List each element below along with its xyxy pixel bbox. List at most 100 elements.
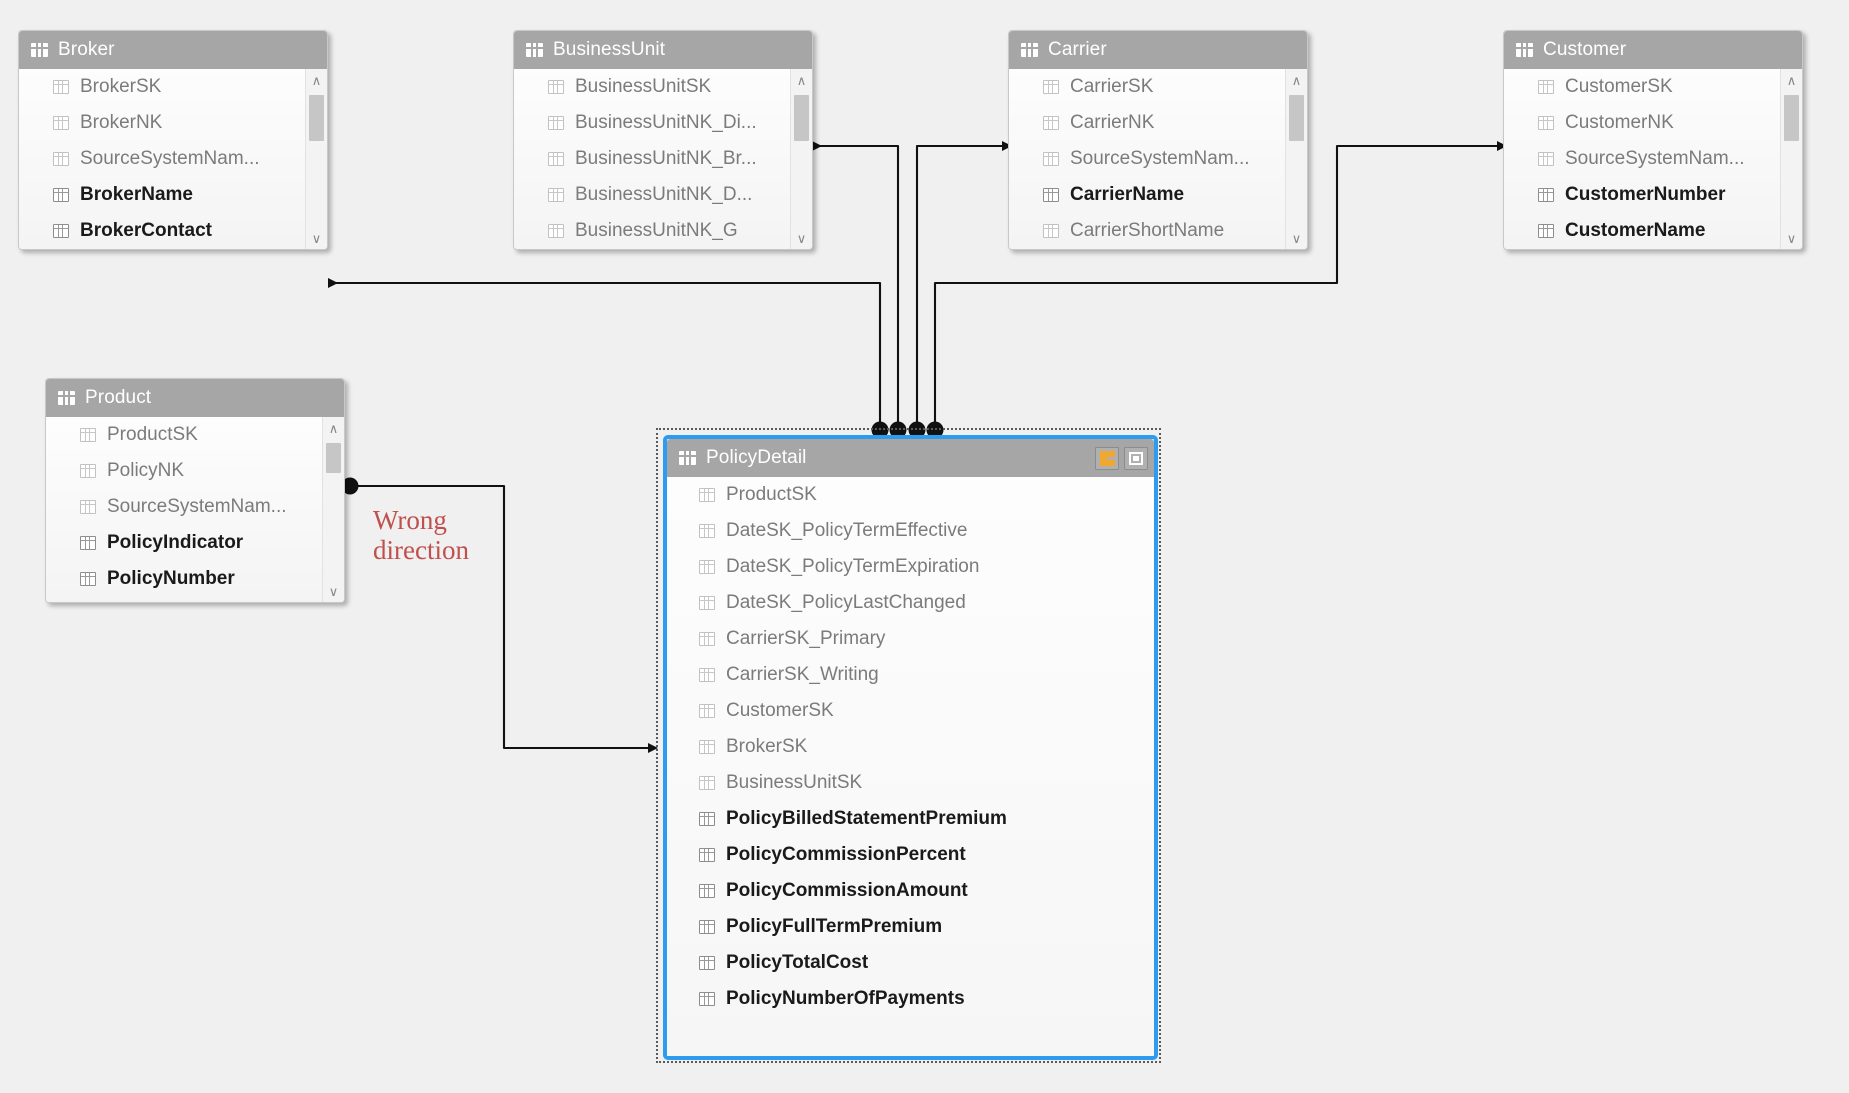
field-row[interactable]: SourceSystemNam... <box>1009 141 1307 177</box>
field-row[interactable]: CarrierSK <box>1009 69 1307 105</box>
field-row[interactable]: CarrierSK_Writing <box>667 657 1154 693</box>
field-row[interactable]: ProductSK <box>46 417 344 453</box>
scroll-up-icon[interactable]: ∧ <box>1291 72 1302 88</box>
table-broker-scrollbar[interactable]: ∧ ∨ <box>305 69 327 249</box>
table-product-title: Product <box>85 387 152 408</box>
field-row[interactable]: BusinessUnitSK <box>514 69 812 105</box>
table-policydetail-title: PolicyDetail <box>706 447 807 468</box>
scrollbar-thumb[interactable] <box>1289 95 1304 141</box>
field-row[interactable]: CustomerNK <box>1504 105 1802 141</box>
scroll-down-icon[interactable]: ∨ <box>311 230 322 246</box>
table-customer-header[interactable]: Customer <box>1504 31 1802 69</box>
field-label: PolicyFullTermPremium <box>726 916 943 937</box>
field-grid-icon <box>1538 152 1554 166</box>
table-carrier-scrollbar[interactable]: ∧ ∨ <box>1285 69 1307 249</box>
field-grid-icon <box>53 80 69 94</box>
field-grid-icon <box>1043 152 1059 166</box>
table-customer-scrollbar[interactable]: ∧ ∨ <box>1780 69 1802 249</box>
field-row[interactable]: DateSK_PolicyTermExpiration <box>667 549 1154 585</box>
table-policydetail-selection: PolicyDetail ProductSK DateSK_PolicyTerm… <box>656 428 1161 1063</box>
scrollbar-thumb[interactable] <box>1784 95 1799 141</box>
field-label: CustomerNumber <box>1565 184 1726 205</box>
scroll-down-icon[interactable]: ∨ <box>796 230 807 246</box>
table-businessunit-header[interactable]: BusinessUnit <box>514 31 812 69</box>
field-row[interactable]: CarrierName <box>1009 177 1307 213</box>
field-grid-icon <box>80 464 96 478</box>
maximize-icon[interactable] <box>1124 446 1148 470</box>
field-row[interactable]: SourceSystemNam... <box>19 141 327 177</box>
field-grid-icon <box>548 188 564 202</box>
scroll-down-icon[interactable]: ∨ <box>1291 230 1302 246</box>
scroll-up-icon[interactable]: ∧ <box>1786 72 1797 88</box>
field-grid-icon <box>699 632 715 646</box>
field-row[interactable]: CarrierSK_Primary <box>667 621 1154 657</box>
field-row[interactable]: BusinessUnitNK_D... <box>514 177 812 213</box>
scroll-up-icon[interactable]: ∧ <box>311 72 322 88</box>
field-grid-icon <box>699 740 715 754</box>
table-product[interactable]: Product ProductSK PolicyNK SourceSystemN… <box>45 378 345 603</box>
field-row[interactable]: BrokerSK <box>19 69 327 105</box>
field-row[interactable]: PolicyBilledStatementPremium <box>667 801 1154 837</box>
field-row[interactable]: ProductSK <box>667 477 1154 513</box>
field-row[interactable]: PolicyCommissionPercent <box>667 837 1154 873</box>
field-row[interactable]: BusinessUnitNK_G <box>514 213 812 249</box>
field-row[interactable]: DateSK_PolicyLastChanged <box>667 585 1154 621</box>
field-row[interactable]: PolicyNumber <box>46 561 344 597</box>
field-row[interactable]: CarrierNK <box>1009 105 1307 141</box>
scroll-down-icon[interactable]: ∨ <box>1786 230 1797 246</box>
field-row[interactable]: BusinessUnitNK_Br... <box>514 141 812 177</box>
table-customer[interactable]: Customer CustomerSK CustomerNK SourceSys… <box>1503 30 1803 250</box>
table-broker[interactable]: Broker BrokerSK BrokerNK SourceSystemNam… <box>18 30 328 250</box>
field-row[interactable]: BusinessUnitSK <box>667 765 1154 801</box>
field-row[interactable]: SourceSystemNam... <box>46 489 344 525</box>
field-label: SourceSystemNam... <box>1070 148 1250 169</box>
scrollbar-thumb[interactable] <box>309 95 324 141</box>
field-label: PolicyBilledStatementPremium <box>726 808 1007 829</box>
scroll-down-icon[interactable]: ∨ <box>328 583 339 599</box>
field-row[interactable]: BusinessUnitNK_Di... <box>514 105 812 141</box>
field-label: ProductSK <box>107 424 198 445</box>
field-row[interactable]: CarrierShortName <box>1009 213 1307 249</box>
scrollbar-thumb[interactable] <box>794 95 809 141</box>
grid-icon <box>1021 43 1038 57</box>
field-grid-icon <box>1043 224 1059 238</box>
table-businessunit-scrollbar[interactable]: ∧ ∨ <box>790 69 812 249</box>
field-row[interactable]: DateSK_PolicyTermEffective <box>667 513 1154 549</box>
field-row[interactable]: PolicyTotalCost <box>667 945 1154 981</box>
field-grid-icon <box>548 152 564 166</box>
field-grid-icon <box>80 536 96 550</box>
field-row[interactable]: BrokerNK <box>19 105 327 141</box>
table-carrier[interactable]: Carrier CarrierSK CarrierNK SourceSystem… <box>1008 30 1308 250</box>
field-label: BusinessUnitNK_G <box>575 220 738 241</box>
field-label: SourceSystemNam... <box>1565 148 1745 169</box>
field-grid-icon <box>548 224 564 238</box>
table-carrier-header[interactable]: Carrier <box>1009 31 1307 69</box>
scroll-up-icon[interactable]: ∧ <box>796 72 807 88</box>
annotation-wrong-direction: Wrong direction <box>373 505 493 565</box>
field-row[interactable]: PolicyIndicator <box>46 525 344 561</box>
field-row[interactable]: CustomerSK <box>1504 69 1802 105</box>
field-row[interactable]: PolicyNK <box>46 453 344 489</box>
table-businessunit[interactable]: BusinessUnit BusinessUnitSK BusinessUnit… <box>513 30 813 250</box>
field-row[interactable]: PolicyNumberOfPayments <box>667 981 1154 1017</box>
field-row[interactable]: SourceSystemNam... <box>1504 141 1802 177</box>
table-broker-header[interactable]: Broker <box>19 31 327 69</box>
table-policydetail[interactable]: PolicyDetail ProductSK DateSK_PolicyTerm… <box>663 435 1158 1060</box>
field-row[interactable]: BrokerContact <box>19 213 327 249</box>
field-label: BrokerContact <box>80 220 212 241</box>
field-row[interactable]: CustomerSK <box>667 693 1154 729</box>
field-label: CustomerName <box>1565 220 1706 241</box>
scrollbar-thumb[interactable] <box>326 443 341 473</box>
relationships-icon[interactable] <box>1095 446 1119 470</box>
field-row[interactable]: PolicyCommissionAmount <box>667 873 1154 909</box>
scroll-up-icon[interactable]: ∧ <box>328 420 339 436</box>
field-row[interactable]: BrokerName <box>19 177 327 213</box>
table-policydetail-header[interactable]: PolicyDetail <box>667 439 1154 477</box>
grid-icon <box>679 451 696 465</box>
field-row[interactable]: BrokerSK <box>667 729 1154 765</box>
table-product-header[interactable]: Product <box>46 379 344 417</box>
field-row[interactable]: CustomerName <box>1504 213 1802 249</box>
table-product-scrollbar[interactable]: ∧ ∨ <box>322 417 344 602</box>
field-row[interactable]: PolicyFullTermPremium <box>667 909 1154 945</box>
field-row[interactable]: CustomerNumber <box>1504 177 1802 213</box>
